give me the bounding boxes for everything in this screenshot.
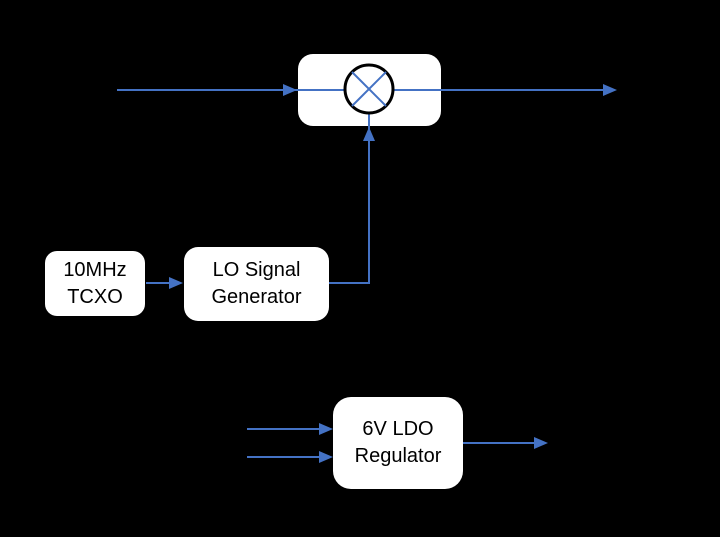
- ldo-label-line1: 6V LDO: [362, 418, 434, 440]
- ldo-label-line2: Regulator: [354, 445, 442, 467]
- tcxo-to-lo-arrowhead: [169, 277, 183, 289]
- ldo-input-arrowhead-1: [319, 423, 333, 435]
- rf-input-arrowhead: [283, 84, 297, 96]
- ldo-regulator-block: 6V LDO Regulator: [333, 397, 463, 489]
- rf-output-arrowhead: [603, 84, 617, 96]
- lo-signal-generator-block: LO Signal Generator: [184, 247, 329, 321]
- tcxo-label-line1: 10MHz: [63, 258, 127, 281]
- lo-connector-line: [329, 105, 370, 284]
- tcxo-label-line2: TCXO: [67, 285, 123, 308]
- tcxo-block: 10MHz TCXO: [45, 251, 145, 316]
- lo-label-line1: LO Signal: [212, 259, 301, 281]
- lo-connector-arrowhead: [363, 127, 375, 141]
- mixer-block: [298, 54, 441, 126]
- lo-label-line2: Generator: [211, 286, 302, 308]
- ldo-output-arrowhead: [534, 437, 548, 449]
- ldo-input-arrowhead-2: [319, 451, 333, 463]
